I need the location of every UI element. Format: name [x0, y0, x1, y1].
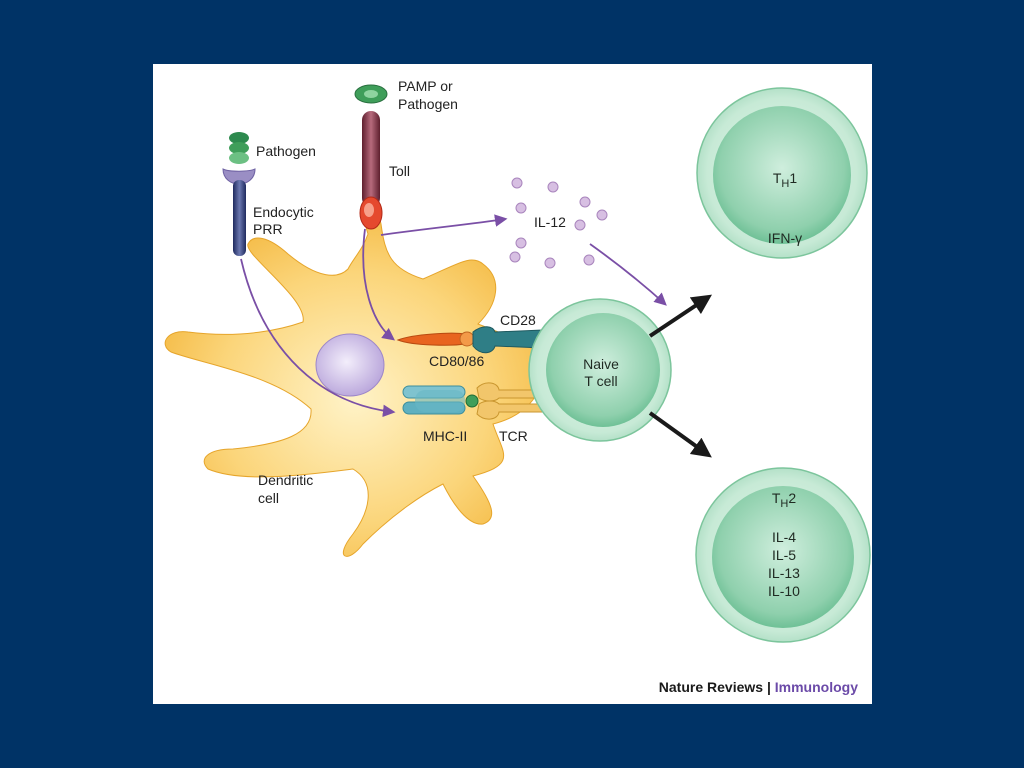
pamp-label-line2: Pathogen — [398, 96, 458, 112]
immune-diagram: PAMP or Pathogen Toll Pathogen Endocytic… — [164, 78, 871, 695]
endocytic-prr-head — [222, 168, 256, 185]
th1-cytokine: IFN-γ — [768, 230, 802, 246]
th1-label: TH1 — [773, 170, 798, 190]
dendritic-nucleus — [315, 333, 385, 397]
cd80-tip — [459, 331, 475, 347]
th2-cytokine: IL-5 — [772, 547, 796, 563]
toll-receptor — [362, 111, 380, 207]
differentiation-arrows — [648, 294, 712, 458]
naive-label-line2: T cell — [584, 373, 617, 389]
tcr-label: TCR — [499, 428, 528, 444]
th2-cell — [695, 467, 871, 643]
signal-arrows — [240, 214, 667, 418]
th2-label: TH2 — [772, 490, 797, 510]
antigen-peptide — [465, 394, 479, 408]
pamp-label-line1: PAMP or — [398, 78, 453, 94]
dendritic-label-line2: cell — [258, 490, 279, 506]
th2-cytokine: IL-13 — [768, 565, 800, 581]
th1-cell — [696, 87, 868, 259]
endocytic-label-line2: PRR — [253, 221, 283, 237]
cd28-label: CD28 — [500, 312, 536, 328]
mhc-label: MHC-II — [423, 428, 467, 444]
pathogen-label: Pathogen — [256, 143, 316, 159]
naive-label-line1: Naive — [583, 356, 619, 372]
naive-t-cell — [528, 298, 672, 442]
th2-cytokine: IL-4 — [772, 529, 796, 545]
credit-line: Nature Reviews | Immunology — [659, 679, 858, 695]
dendritic-label-line1: Dendritic — [258, 472, 313, 488]
figure-panel: PAMP or Pathogen Toll Pathogen Endocytic… — [153, 64, 872, 704]
endocytic-label-line1: Endocytic — [253, 204, 314, 220]
endocytic-prr-stalk — [233, 180, 246, 256]
toll-label: Toll — [389, 163, 410, 179]
mhc-ii-molecule — [402, 385, 466, 415]
il12-label: IL-12 — [534, 214, 566, 230]
toll-tip-highlight — [364, 203, 374, 217]
cd80-label: CD80/86 — [429, 353, 484, 369]
th2-cytokine: IL-10 — [768, 583, 800, 599]
pathogen-icon — [229, 132, 249, 144]
pamp-highlight — [364, 90, 378, 98]
il12-dots — [509, 177, 608, 269]
